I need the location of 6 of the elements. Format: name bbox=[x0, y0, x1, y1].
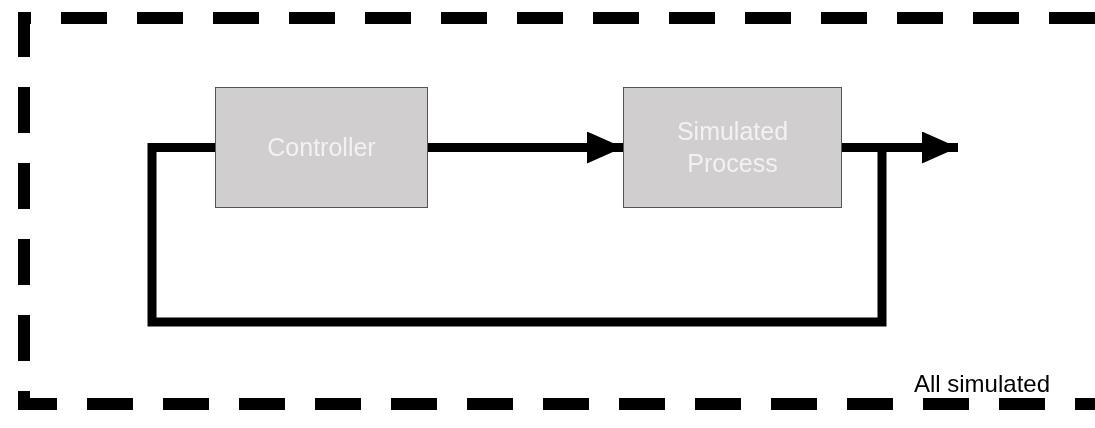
process-box bbox=[623, 87, 842, 208]
arrow bbox=[428, 131, 623, 164]
feedback-line bbox=[147, 143, 887, 327]
process-box bbox=[215, 87, 428, 208]
dashed-boundary bbox=[18, 12, 1095, 410]
boundary-label: All simulated bbox=[913, 370, 1050, 398]
